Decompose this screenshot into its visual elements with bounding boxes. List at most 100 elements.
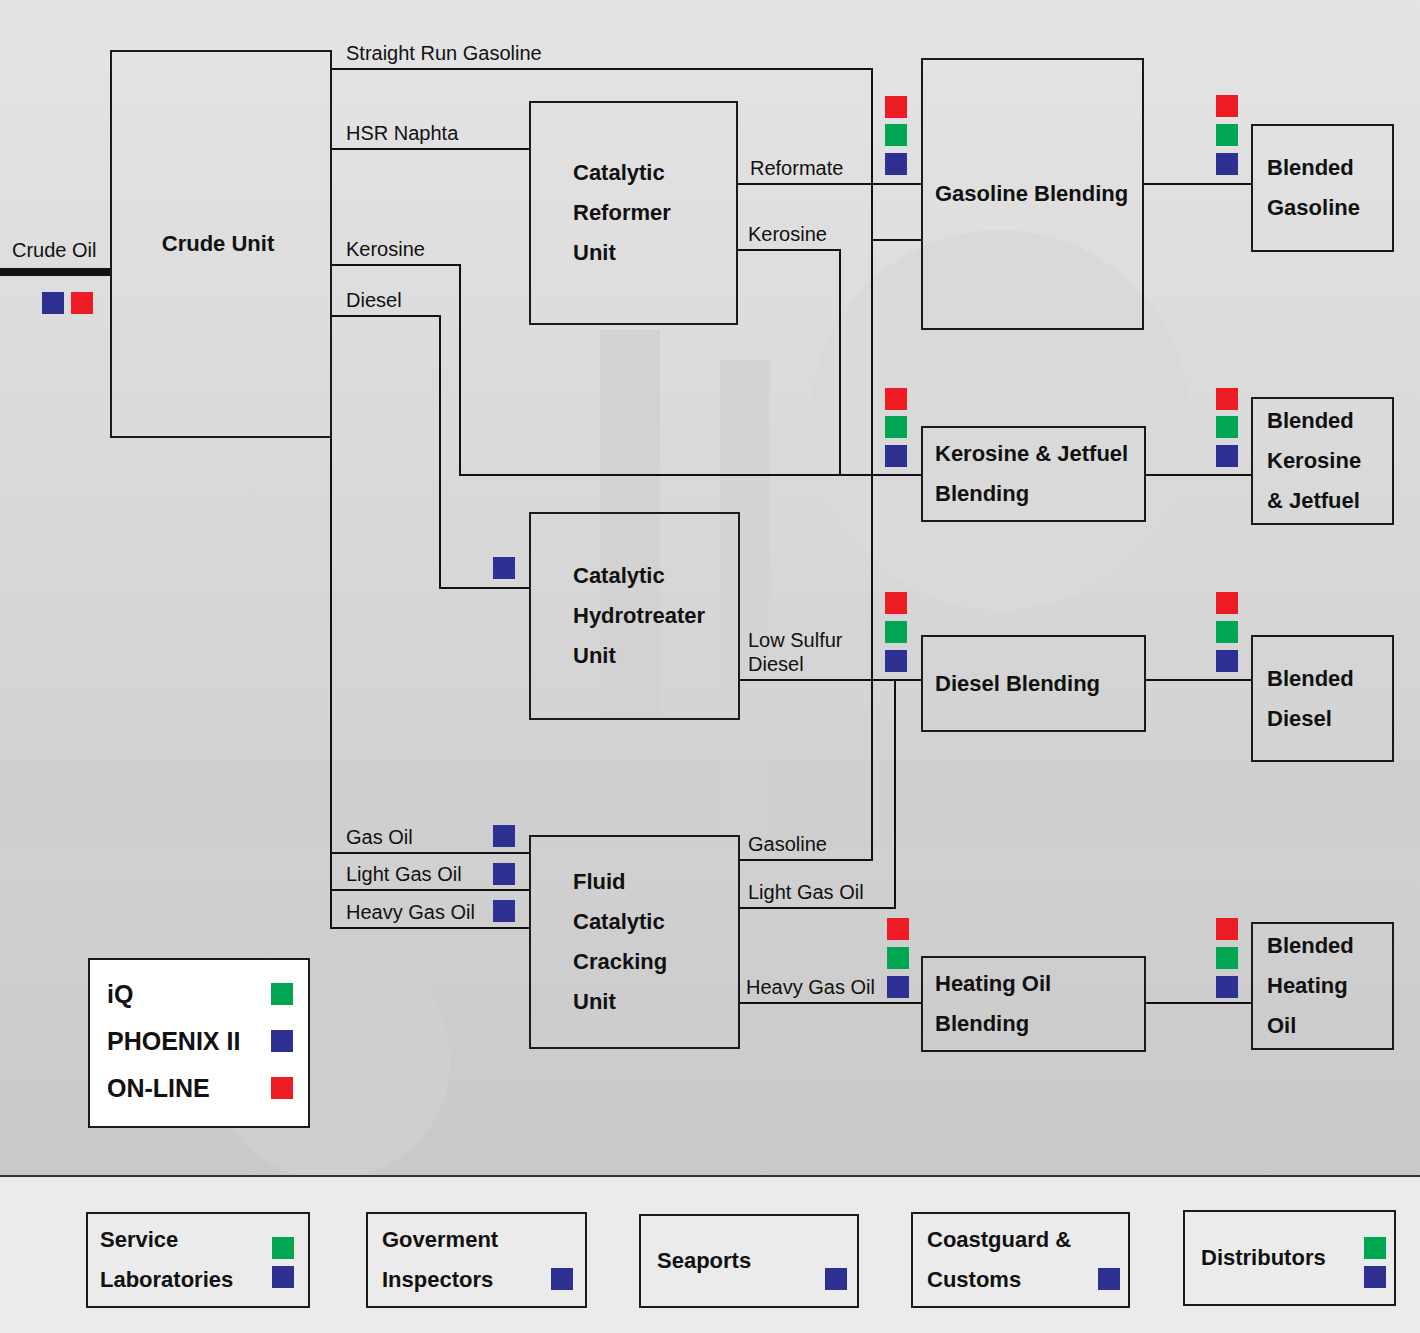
stream-label: Light Gas Oil [346,862,462,886]
marker-green [1364,1237,1386,1259]
stream-label: Gasoline [748,832,827,856]
marker-blue [1098,1268,1120,1290]
box-label: Blended Gasoline [1267,148,1377,228]
marker-red [887,918,909,940]
marker-blue [493,863,515,885]
marker-green [1216,124,1238,146]
marker-blue [493,900,515,922]
flow-line [740,680,921,908]
flow-line [332,265,921,475]
marker-red [1216,918,1238,940]
legend-text: PHOENIX II [107,1026,240,1056]
marker-blue [551,1268,573,1290]
product-box: Blended Kerosine & Jetfuel [1251,397,1394,525]
box-label: Goverment Inspectors [382,1220,547,1300]
box-label: Diesel Blending [935,664,1100,704]
marker-blue [885,650,907,672]
legend-swatch [271,1030,293,1052]
box-label: Blended Heating Oil [1267,926,1377,1046]
legend-box: iQ PHOENIX II ON-LINE [88,958,310,1128]
marker-red [1216,95,1238,117]
blending-box: Kerosine & Jetfuel Blending [921,426,1146,522]
marker-red [885,592,907,614]
marker-blue [887,976,909,998]
box-label: Seaports [657,1241,751,1281]
legend-text: iQ [107,979,133,1009]
blending-box: Heating Oil Blending [921,956,1146,1052]
stream-label: Heavy Gas Oil [346,900,475,924]
marker-blue [493,825,515,847]
process-box: Crude Unit [110,50,332,438]
marker-blue [885,153,907,175]
box-label: Catalytic Hydrotreater Unit [573,556,713,676]
box-label: Crude Unit [162,224,274,264]
legend-swatch [271,1077,293,1099]
stream-label: Low Sulfur Diesel [748,628,863,676]
legend-row: iQ [90,970,308,1017]
stream-label: Gas Oil [346,825,413,849]
stream-label: Kerosine [748,222,827,246]
stream-label: Diesel [346,288,402,312]
marker-red [885,96,907,118]
box-label: Blended Diesel [1267,659,1377,739]
marker-red [885,388,907,410]
marker-green [885,124,907,146]
flow-line [332,316,529,588]
flow-line [1146,474,1251,476]
blending-box: Diesel Blending [921,635,1146,732]
marker-blue [885,445,907,467]
marker-red [1216,592,1238,614]
marker-red [71,292,93,314]
marker-blue [272,1266,294,1288]
user-box: Distributors [1183,1210,1396,1306]
box-label: Service Laboratories [100,1220,260,1300]
photo-ground [0,0,1420,1176]
stream-label: Reformate [750,156,843,180]
flow-line [331,438,529,928]
marker-green [1216,416,1238,438]
flow-line [740,1002,921,1004]
process-box: Fluid Catalytic Cracking Unit [529,835,740,1049]
feed-label: Crude Oil [12,238,96,262]
user-box: Coastguard & Customs [911,1212,1130,1308]
flow-line [1146,679,1251,681]
box-label: Coastguard & Customs [927,1220,1097,1300]
box-label: Heating Oil Blending [935,964,1138,1044]
box-label: Blended Kerosine & Jetfuel [1267,401,1377,521]
flow-line [738,250,921,475]
user-box: Seaports [639,1214,859,1308]
flow-line [331,438,529,853]
flow-line [740,240,921,860]
box-label: Gasoline Blending [935,174,1128,214]
legend-row: ON-LINE [90,1064,308,1111]
user-box: Goverment Inspectors [366,1212,587,1308]
flow-line [1146,1002,1251,1004]
marker-blue [1216,153,1238,175]
marker-blue [493,557,515,579]
crude-feed-line [0,268,110,276]
flow-line [740,679,921,681]
stream-label: HSR Naphta [346,121,458,145]
product-box: Blended Heating Oil [1251,922,1394,1050]
legend-swatch [271,983,293,1005]
tank-sphere [810,230,1190,610]
marker-blue [1364,1266,1386,1288]
process-box: Catalytic Reformer Unit [529,101,738,325]
marker-blue [42,292,64,314]
stream-label: Heavy Gas Oil [746,975,875,999]
blending-box: Gasoline Blending [921,58,1144,330]
flow-line [738,183,921,185]
marker-green [272,1237,294,1259]
product-box: Blended Diesel [1251,635,1394,762]
marker-red [1216,388,1238,410]
flow-line [332,148,529,150]
box-label: Catalytic Reformer Unit [573,153,713,273]
divider-line [0,1175,1420,1177]
stream-label: Light Gas Oil [748,880,864,904]
bottom-band [0,1176,1420,1333]
stream-label: Straight Run Gasoline [346,41,542,65]
marker-blue [1216,650,1238,672]
flow-line [331,438,529,890]
